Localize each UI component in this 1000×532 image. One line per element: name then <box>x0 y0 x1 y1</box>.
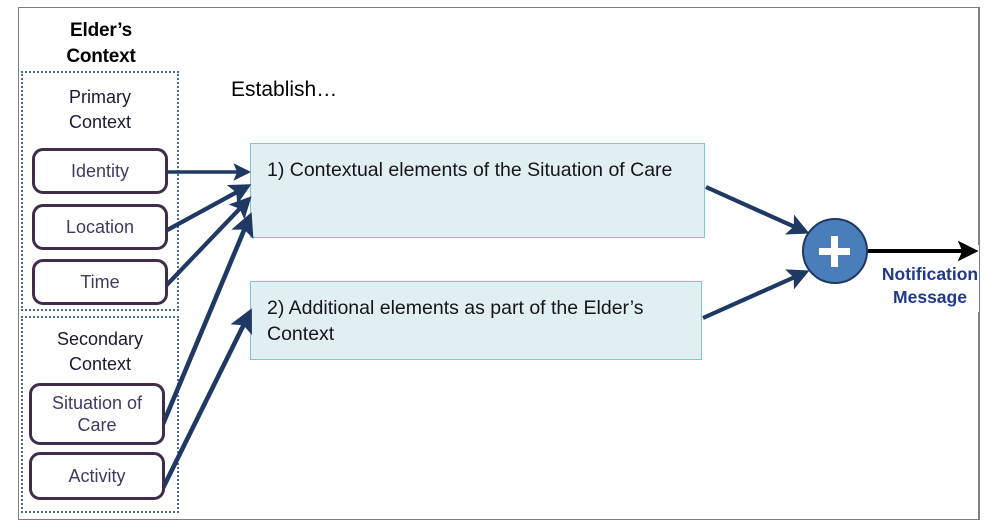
process-box-2-label: 2) Additional elements as part of the El… <box>267 297 644 345</box>
plus-node[interactable] <box>802 218 868 284</box>
frame-right-line-top <box>978 7 979 245</box>
context-item-activity[interactable]: Activity <box>29 452 165 500</box>
process-box-1[interactable]: 1) Contextual elements of the Situation … <box>250 143 705 238</box>
process-box-1-label: 1) Contextual elements of the Situation … <box>267 159 673 181</box>
context-item-location[interactable]: Location <box>32 204 168 250</box>
context-item-activity-label: Activity <box>68 465 126 486</box>
context-item-time[interactable]: Time <box>32 259 168 305</box>
outer-frame <box>18 7 980 520</box>
context-item-time-label: Time <box>80 271 120 292</box>
plus-icon-vertical <box>831 235 838 267</box>
context-item-identity-label: Identity <box>70 160 130 181</box>
frame-right-line-bottom <box>978 312 979 520</box>
context-item-location-label: Location <box>65 216 135 237</box>
context-item-identity[interactable]: Identity <box>32 148 168 194</box>
process-box-2[interactable]: 2) Additional elements as part of the El… <box>250 281 702 360</box>
establish-label: Establish… <box>231 78 338 101</box>
